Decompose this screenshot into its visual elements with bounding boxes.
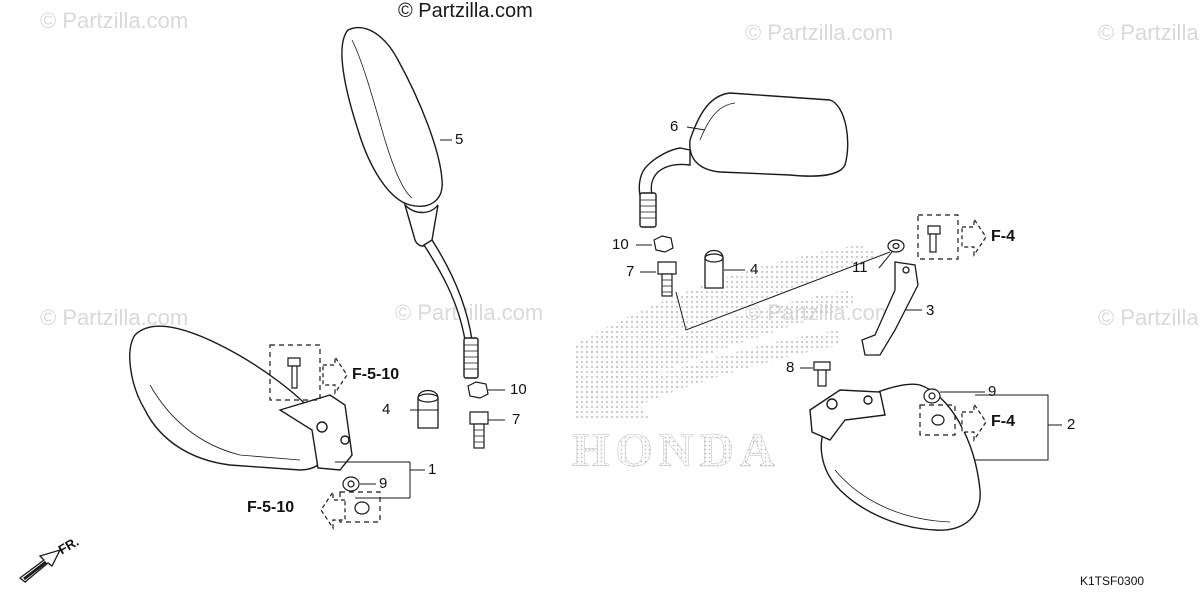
watermark: © Partzilla.com [745,20,894,45]
callout-11: 11 [852,259,868,276]
reference-f-4[interactable]: F-4 [991,413,1015,430]
watermark: © Partzilla.com [1098,305,1200,330]
watermark: © Partzilla.com [395,300,544,325]
watermark: © Partzilla.com [40,8,189,33]
reference-f-4[interactable]: F-4 [991,228,1015,245]
callout-9: 9 [379,475,388,492]
honda-wing-logo: HONDA [572,245,880,477]
callout-4: 4 [750,261,759,278]
diagram-code: K1TSF0300 [1080,574,1145,588]
boot-part-4 [417,249,724,429]
callout-7: 7 [512,411,521,428]
right-mirror-part-6 [638,92,849,228]
reference-f-5-10[interactable]: F-5-10 [352,366,400,383]
callout-7: 7 [626,263,635,280]
front-direction-arrow [18,548,62,583]
reference-arrows [320,217,987,530]
leader-lines [335,126,1062,499]
callout-10: 10 [510,381,527,398]
callout-10: 10 [612,236,629,253]
callout-1: 1 [428,461,437,478]
bracket-part-3 [861,261,919,356]
honda-brand-text: HONDA [572,424,781,477]
callout-5: 5 [455,131,464,148]
callout-4: 4 [382,401,391,418]
callout-2: 2 [1067,416,1076,433]
reference-f-5-10[interactable]: F-5-10 [247,499,295,516]
callout-6: 6 [670,118,679,135]
left-handguard-part-1 [129,325,353,471]
hardware [269,214,959,523]
callout-9: 9 [988,383,997,400]
callout-3: 3 [926,302,935,319]
copyright-text: © Partzilla.com [398,0,533,22]
callout-8: 8 [786,359,795,376]
watermark: © Partzilla.com [1098,20,1200,45]
left-mirror-part-5 [341,26,479,379]
